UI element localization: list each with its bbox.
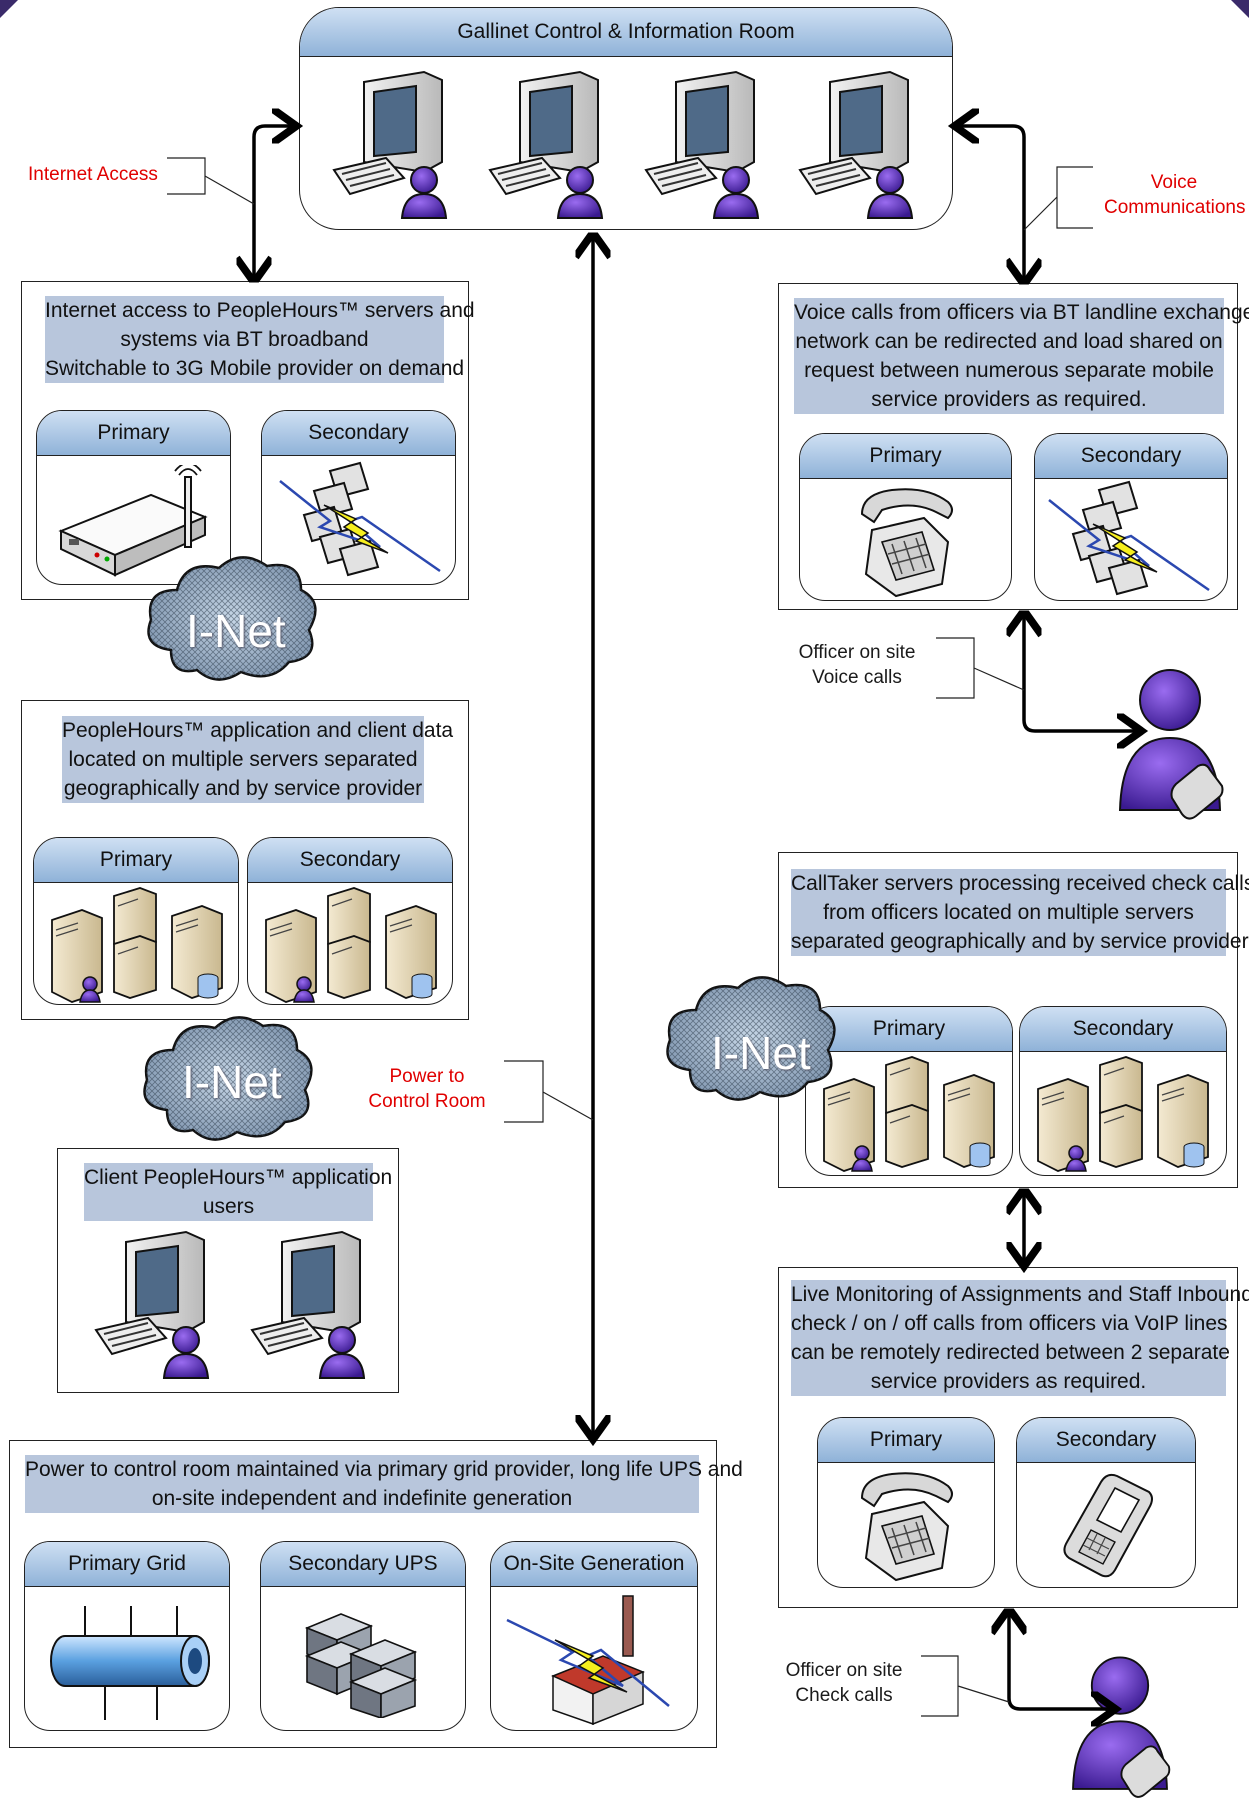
voice-link-arrow <box>958 126 1024 281</box>
corner-decoration <box>1231 0 1249 18</box>
client-users-description: Client PeopleHours™ application users <box>84 1163 392 1221</box>
workstation-icon <box>644 70 760 219</box>
panel-header: Secondary <box>248 838 452 883</box>
officer-with-phone-icon <box>1072 1656 1171 1798</box>
panel-header: On-Site Generation <box>491 1542 697 1587</box>
officer-voice-calls-note: Officer on site Voice calls <box>798 642 916 688</box>
officer-check-calls-note: Officer on site Check calls <box>785 1660 903 1706</box>
calltaker-secondary-panel: Secondary <box>1019 1006 1227 1176</box>
server-cluster-icon <box>265 887 437 1003</box>
client-workstation-icon <box>94 1230 210 1379</box>
panel-header: Primary <box>806 1007 1012 1052</box>
panel-header: Secondary UPS <box>261 1542 465 1587</box>
inet-cloud-label: I-Net <box>711 1027 811 1079</box>
panel-header: Secondary <box>1035 434 1227 479</box>
application-description: PeopleHours™ application and client data… <box>62 716 453 803</box>
workstations <box>300 54 952 229</box>
internet-access-note: Internet Access <box>28 164 158 185</box>
officer-with-phone-icon <box>1118 669 1224 820</box>
generator-icon <box>506 1595 670 1725</box>
internet-link-arrow <box>254 126 293 279</box>
primary-grid-panel: Primary Grid <box>24 1541 230 1731</box>
workstation-icon <box>332 70 448 219</box>
mobile-phone-icon <box>1063 1473 1153 1578</box>
panel-header: Primary <box>800 434 1011 479</box>
mobile-network-icon <box>1048 480 1210 596</box>
server-cluster-icon <box>1037 1056 1209 1172</box>
internet-access-description: Internet access to PeopleHours™ servers … <box>45 296 475 383</box>
control-room-panel: Gallinet Control & Information Room <box>299 7 953 230</box>
control-room-title: Gallinet Control & Information Room <box>300 8 952 57</box>
panel-header: Primary <box>37 411 230 456</box>
monitoring-primary-panel: Primary <box>817 1417 995 1588</box>
inet-cloud-icon <box>143 1016 313 1141</box>
voice-calls-description: Voice calls from officers via BT landlin… <box>794 298 1249 414</box>
grid-pipe-icon <box>50 1606 210 1720</box>
inet-cloud-label: I-Net <box>186 605 286 657</box>
voice-primary-panel: Primary <box>799 433 1012 601</box>
voice-communications-note: Voice Communications <box>1104 172 1246 218</box>
mobile-network-icon <box>279 461 441 577</box>
app-primary-panel: Primary <box>33 837 239 1005</box>
workstation-icon <box>488 70 604 219</box>
ups-rack-icon <box>304 1613 418 1718</box>
corner-decoration <box>0 0 18 18</box>
panel-header: Secondary <box>262 411 455 456</box>
panel-header: Primary <box>34 838 238 883</box>
panel-header: Secondary <box>1017 1418 1195 1463</box>
app-secondary-panel: Secondary <box>247 837 453 1005</box>
desk-phone-icon <box>860 488 953 598</box>
calltaker-description: CallTaker servers processing received ch… <box>791 869 1249 956</box>
calltaker-primary-panel: Primary <box>805 1006 1013 1176</box>
internet-secondary-panel: Secondary <box>261 410 456 585</box>
monitoring-secondary-panel: Secondary <box>1016 1417 1196 1588</box>
router-icon <box>58 465 208 577</box>
server-cluster-icon <box>51 887 223 1003</box>
power-description: Power to control room maintained via pri… <box>25 1455 743 1513</box>
server-cluster-icon <box>823 1056 995 1172</box>
desk-phone-icon <box>860 1472 953 1582</box>
panel-header: Secondary <box>1020 1007 1226 1052</box>
voice-secondary-panel: Secondary <box>1034 433 1228 601</box>
client-workstation-icon <box>250 1230 366 1379</box>
internet-primary-panel: Primary <box>36 410 231 585</box>
power-control-room-note: Power to Control Room <box>368 1066 486 1112</box>
inet-cloud-icon <box>147 556 317 681</box>
inet-cloud-icon <box>666 976 836 1101</box>
panel-header: Primary <box>818 1418 994 1463</box>
inet-cloud-label: I-Net <box>182 1056 282 1108</box>
panel-header: Primary Grid <box>25 1542 229 1587</box>
monitoring-description: Live Monitoring of Assignments and Staff… <box>791 1280 1249 1396</box>
secondary-ups-panel: Secondary UPS <box>260 1541 466 1731</box>
workstation-icon <box>798 70 914 219</box>
onsite-generation-panel: On-Site Generation <box>490 1541 698 1731</box>
